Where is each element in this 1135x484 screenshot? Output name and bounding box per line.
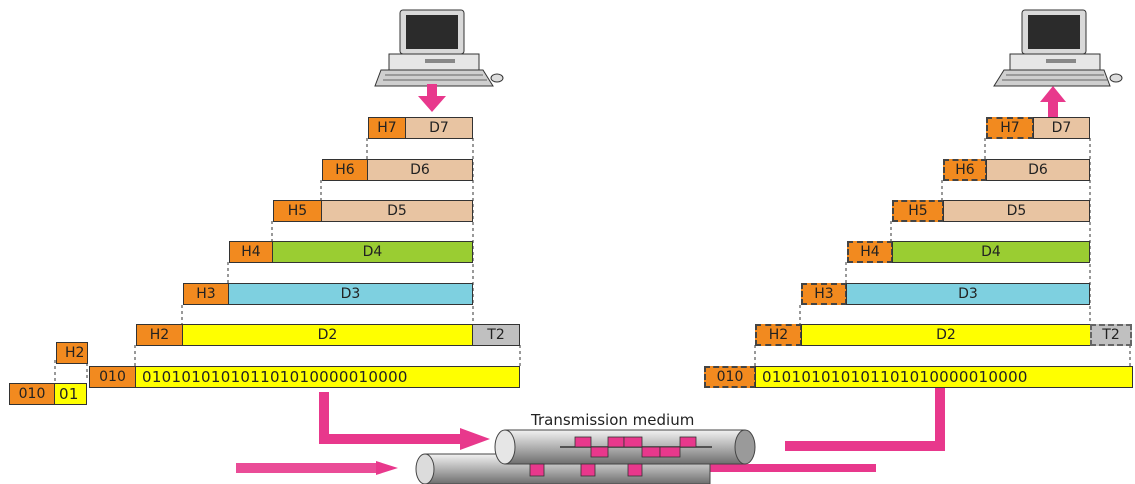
down-arrow-icon (418, 84, 446, 112)
sender-data-d4: D4 (272, 241, 473, 263)
sender-trailer-t2: T2 (472, 324, 520, 346)
sender-partial-bits: 01 (54, 383, 87, 405)
sender-header-h5: H5 (273, 200, 322, 222)
medium-label: Transmission medium (531, 411, 694, 429)
sender-header-h4: H4 (229, 241, 273, 263)
sender-data-d3: D3 (228, 283, 473, 305)
receiver-header-h4: H4 (847, 241, 893, 263)
receiver-data-d4: D4 (892, 241, 1090, 263)
sender-data-d7: D7 (405, 117, 473, 139)
sender-header-h2: H2 (136, 324, 183, 346)
receiver-physical-bits: 010101010101101010000010000 (755, 366, 1133, 388)
receiver-data-d5: D5 (943, 200, 1090, 222)
sender-partial-bits-header: 010 (9, 383, 55, 405)
up-arrow-icon (1040, 86, 1066, 117)
receiver-data-d2: D2 (801, 324, 1091, 346)
sender-header-h6: H6 (322, 159, 368, 181)
sender-physical-header: 010 (89, 366, 136, 388)
receiver-data-d7: D7 (1033, 117, 1090, 139)
sender-physical-bits: 010101010101101010000010000 (135, 366, 520, 388)
sender-data-d6: D6 (367, 159, 473, 181)
receiver-trailer-t2: T2 (1090, 324, 1132, 346)
sender-header-h7: H7 (368, 117, 406, 139)
receiver-header-h6: H6 (943, 159, 987, 181)
receiver-data-d6: D6 (986, 159, 1090, 181)
receiver-header-h3: H3 (801, 283, 847, 305)
sender-data-d5: D5 (321, 200, 473, 222)
receiver-data-d3: D3 (846, 283, 1090, 305)
sender-header-h3: H3 (183, 283, 229, 305)
receiver-header-h7: H7 (986, 117, 1034, 139)
receiver-header-h2: H2 (755, 324, 802, 346)
receiver-header-h5: H5 (892, 200, 944, 222)
receiver-physical-header: 010 (704, 366, 756, 388)
sender-data-d2: D2 (182, 324, 473, 346)
sender-partial-header-h2: H2 (56, 342, 88, 364)
